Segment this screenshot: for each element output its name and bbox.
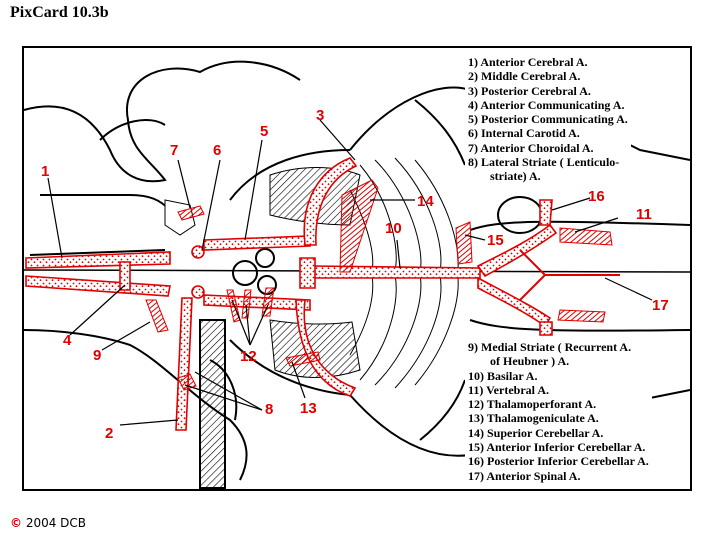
legend-top: 1) Anterior Cerebral A. 2) Middle Cerebr… <box>465 54 631 185</box>
legend-item-12: 12) Thalamoperforant A. <box>468 397 597 412</box>
legend-item-11: 11) Vertebral A. <box>468 382 549 397</box>
legend-item-15: 15) Anterior Inferior Cerebellar A. <box>468 440 646 455</box>
legend-item-16: 16) Posterior Inferior Cerebellar A. <box>468 454 649 469</box>
striate-branches <box>145 179 613 391</box>
legend-item-2: 2) Middle Cerebral A. <box>468 69 581 84</box>
legend-item-9: 9) Medial Striate ( Recurrent A. <box>468 340 632 354</box>
marker-9: 9 <box>93 347 102 364</box>
legend-item-3: 3) Posterior Cerebral A. <box>468 83 591 98</box>
marker-2: 2 <box>105 425 114 442</box>
legend-item-7: 7) Anterior Choroidal A. <box>468 140 594 155</box>
legend-item-13: 13) Thalamogeniculate A. <box>468 411 599 426</box>
anterior-spinal-lines <box>519 249 620 301</box>
page-title: PixCard 10.3b <box>10 4 109 21</box>
marker-1: 1 <box>41 163 50 180</box>
legend-item-8: 8) Lateral Striate ( Lenticulo- <box>468 155 620 170</box>
legend-item-8-cont: striate) A. <box>490 169 541 184</box>
marker-8: 8 <box>265 401 274 418</box>
legend-item-4: 4) Anterior Communicating A. <box>468 97 625 112</box>
leader-lines <box>47 119 653 426</box>
legend-bottom: 9) Medial Striate ( Recurrent A. of Heub… <box>465 339 652 484</box>
legend-item-10: 10) Basilar A. <box>468 368 538 383</box>
marker-15: 15 <box>487 232 504 249</box>
marker-14: 14 <box>417 193 434 210</box>
marker-7: 7 <box>170 142 179 159</box>
marker-13: 13 <box>300 400 317 417</box>
diagram-frame <box>22 46 692 491</box>
temporal-cut-hatch <box>199 319 226 489</box>
marker-11: 11 <box>636 206 652 223</box>
marker-3: 3 <box>316 107 325 124</box>
marker-10: 10 <box>385 220 402 237</box>
copyright-icon: © <box>10 516 22 530</box>
legend-item-1: 1) Anterior Cerebral A. <box>468 55 588 69</box>
arteries <box>25 157 558 431</box>
marker-16: 16 <box>588 188 605 205</box>
marker-12: 12 <box>240 348 257 365</box>
copyright: © 2004 DCB <box>10 516 86 530</box>
legend-item-17: 17) Anterior Spinal A. <box>468 468 581 483</box>
copyright-text: 2004 DCB <box>25 516 87 530</box>
legend-item-6: 6) Internal Carotid A. <box>468 126 580 141</box>
legend-item-9-cont: of Heubner ) A. <box>490 354 570 369</box>
legend-item-5: 5) Posterior Communicating A. <box>468 112 628 127</box>
optic-chiasm <box>164 199 196 236</box>
marker-6: 6 <box>213 142 222 159</box>
marker-4: 4 <box>63 332 72 349</box>
marker-5: 5 <box>260 123 269 140</box>
marker-17: 17 <box>652 297 669 314</box>
legend-item-14: 14) Superior Cerebellar A. <box>468 425 604 440</box>
